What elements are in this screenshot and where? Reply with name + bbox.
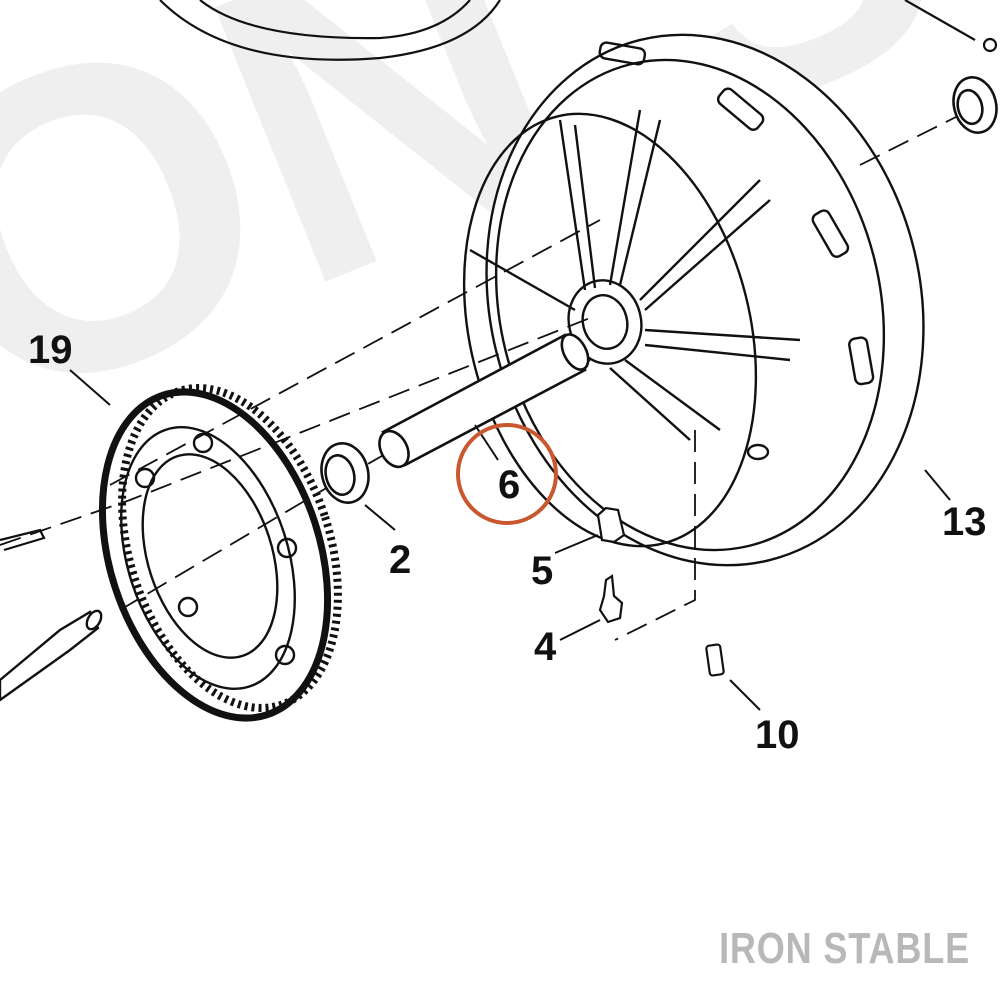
bolt-drawing: [0, 528, 46, 552]
callout-leader-lines: [69, 369, 951, 711]
callout-19: 19: [28, 328, 73, 372]
sprocket-drawing: [98, 384, 342, 722]
valve-parts-drawing: [596, 506, 725, 677]
callout-5: 5: [531, 549, 553, 593]
callout-4: 4: [534, 625, 557, 669]
brand-watermark: IRON STABLE: [719, 924, 970, 973]
callout-6: 6: [498, 463, 520, 507]
callout-2: 2: [389, 538, 411, 582]
bearing-drawing: [320, 76, 998, 504]
callout-10: 10: [755, 713, 800, 757]
tire-drawing: [159, 0, 998, 61]
axle-drawing: [0, 609, 103, 702]
callout-6-highlight-ring: [456, 423, 558, 525]
callout-13: 13: [942, 500, 987, 544]
spacer-tube-drawing: [378, 333, 590, 469]
rear-wheel: [462, 33, 925, 567]
